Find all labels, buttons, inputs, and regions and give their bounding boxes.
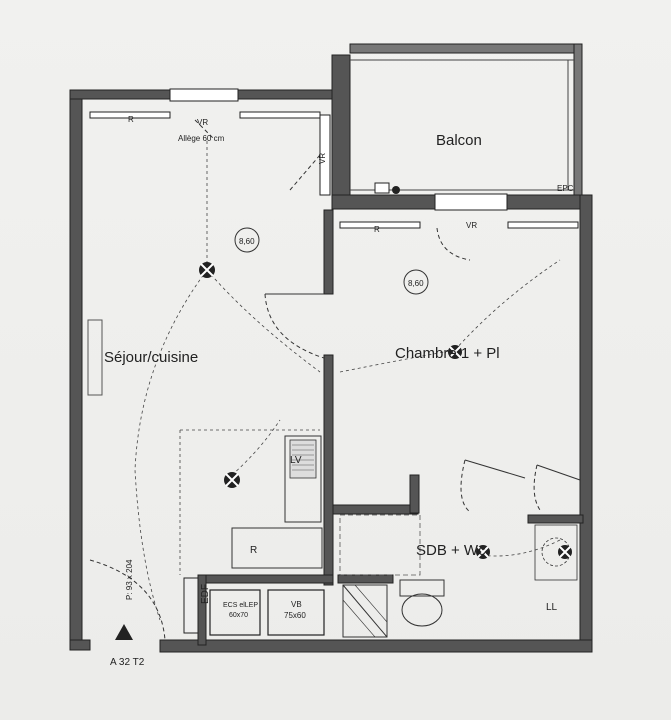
label-allege: Allège 60 cm xyxy=(178,134,225,143)
light-point-sejour xyxy=(199,262,215,278)
door-arc-chambre xyxy=(264,293,325,359)
label-edf: EDF xyxy=(200,584,211,604)
electrical-wiring xyxy=(134,140,561,621)
toilet xyxy=(399,579,445,627)
room-label-sejour: Séjour/cuisine xyxy=(104,349,198,366)
window-chambre-center xyxy=(434,193,508,211)
door-arc-entrance xyxy=(89,559,166,641)
door-leaf-sdb xyxy=(464,459,526,479)
room-label-chambre: Chambre 1 + Pl xyxy=(395,345,500,362)
label-unit: A 32 T2 xyxy=(110,657,145,668)
label-vr-balcony: VR xyxy=(318,153,327,164)
door-swings xyxy=(89,119,581,641)
label-vr-sejour: VR xyxy=(197,118,208,127)
wall-interior-lower xyxy=(323,354,334,586)
door-arc-ll xyxy=(533,464,541,511)
window-chambre-left xyxy=(339,221,421,229)
wall-interior-upper xyxy=(323,209,334,295)
light-point-sdb xyxy=(476,545,490,559)
label-r-kitchen: R xyxy=(250,545,257,556)
height-marker-chambre xyxy=(403,269,429,295)
wall-left xyxy=(69,89,83,651)
balcony-drain xyxy=(374,182,390,194)
label-height-sejour: 8,60 xyxy=(239,237,255,246)
windows xyxy=(89,88,579,229)
balcony-railing-top xyxy=(349,43,583,54)
wall-gaine-top xyxy=(337,574,394,584)
label-lv: LV xyxy=(290,455,302,466)
window-swing-chambre xyxy=(436,227,471,261)
wall-bottom xyxy=(159,639,593,653)
edf-panel xyxy=(183,577,199,634)
window-balcony-door xyxy=(319,114,331,196)
window-sejour-right xyxy=(239,111,321,119)
wall-bottom-left xyxy=(69,639,91,651)
balcony-light xyxy=(392,186,400,194)
balcony-edge xyxy=(350,59,574,191)
label-ll: LL xyxy=(546,602,558,613)
wall-balcony-left xyxy=(331,54,351,206)
light-point-chambre xyxy=(448,345,462,359)
window-swing-sejour xyxy=(194,119,216,141)
room-label-sdb: SDB + Wc xyxy=(416,542,486,559)
label-ecs-size: 60x70 xyxy=(229,612,248,619)
kitchen-sink xyxy=(284,435,322,523)
unit-marker-icon xyxy=(115,624,133,640)
label-r-chambre: R xyxy=(374,225,380,234)
light-points xyxy=(199,262,572,559)
balcony-railing-right xyxy=(573,43,583,200)
window-sejour-center xyxy=(169,88,239,102)
ecs-box xyxy=(209,589,261,636)
label-epc: EPC xyxy=(557,184,574,193)
door-arc-sdb xyxy=(460,459,471,513)
label-height-chambre: 8,60 xyxy=(408,279,424,288)
kitchen-counter xyxy=(231,527,323,569)
radiator-sejour xyxy=(87,319,103,396)
door-leaf-ll xyxy=(536,464,581,481)
label-door-size: P: 93 x 204 xyxy=(125,559,134,600)
door-leaf-balcony xyxy=(289,154,321,191)
walls xyxy=(69,43,593,653)
room-label-balcon: Balcon xyxy=(436,132,482,149)
wall-sdb-top xyxy=(332,504,419,515)
window-sejour-left xyxy=(89,111,171,119)
wall-ll-top xyxy=(527,514,584,524)
label-vr-chambre: VR xyxy=(466,221,477,230)
light-point-washbasin xyxy=(558,545,572,559)
vb-box xyxy=(267,589,325,636)
label-ecs: ECS elLEP xyxy=(223,602,258,609)
label-vb-size: 75x60 xyxy=(284,611,306,620)
label-r-sejour: R xyxy=(128,115,134,124)
wall-utility-top xyxy=(197,574,334,584)
label-vb: VB xyxy=(291,600,302,609)
light-point-kitchen xyxy=(224,472,240,488)
height-marker-sejour xyxy=(234,227,260,253)
shower-zone xyxy=(339,514,421,576)
wall-right xyxy=(579,194,593,651)
gaine-technique xyxy=(342,584,388,638)
wall-sdb-step xyxy=(409,474,420,514)
window-chambre-right xyxy=(507,221,579,229)
